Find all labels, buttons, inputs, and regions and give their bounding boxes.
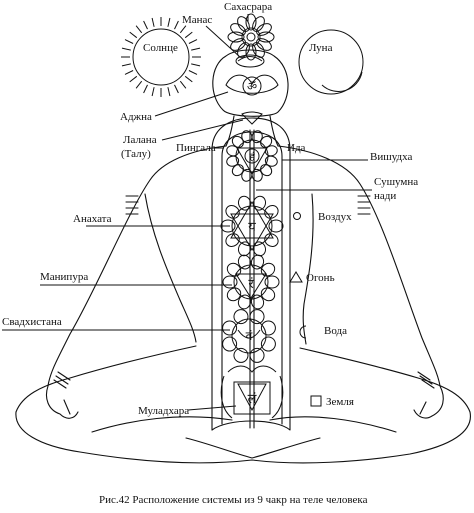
ajna-label: Аджна [120,111,152,123]
body-outline [15,115,471,464]
earth-label: Земля [326,396,354,408]
water-label: Вода [324,325,347,337]
muladhara-glyph: लं [248,392,257,407]
manipura-chakra-icon: रं [222,254,280,310]
anahata-glyph: यं [248,220,256,235]
svadhisthana-glyph: वं [246,329,253,343]
sushumna-label-line1: Сушумна [374,176,418,188]
manipura-glyph: रं [248,277,254,292]
pingala-label: Пингала [176,142,216,154]
fire-element-icon [289,271,303,283]
lalana-chakra-icon [241,111,263,125]
lalana-label: Лалана [123,134,157,146]
muladhara-chakra-icon: लं [220,365,284,419]
sun-icon [121,17,201,97]
manas-label: Манас [182,14,212,26]
ajna-glyph: ॐ [247,80,257,93]
anahata-chakra-icon: यं [220,195,284,257]
manas-chakra-icon [235,54,265,68]
anahata-label: Анахата [73,213,112,225]
fire-label: Огонь [306,272,335,284]
sun-label: Солнце [143,42,178,54]
sushumna-label-line2: нади [374,190,396,202]
ida-label: Ида [287,142,306,154]
talu-label: (Талу) [121,148,151,160]
air-label: Воздух [318,211,352,223]
air-element-icon [293,212,301,220]
vishuddha-chakra-icon: हं [226,130,278,182]
sahasrara-lotus-icon [227,13,275,61]
sahasrara-label: Сахасрара [224,1,272,13]
svadhisthana-chakra-icon: वं [222,309,276,363]
moon-icon [298,29,364,95]
earth-element-icon [310,395,322,407]
svadhisthana-label: Свадхистана [2,316,62,328]
vishuddha-label: Вишудха [370,151,412,163]
water-element-icon [299,325,307,339]
figure-caption: Рис.42 Расположение системы из 9 чакр на… [99,494,368,506]
vishuddha-glyph: हं [249,151,255,163]
manipura-label: Манипура [40,271,88,283]
moon-label: Луна [309,42,333,54]
muladhara-label: Муладхара [138,405,189,417]
head-outline [212,49,289,117]
ajna-chakra-icon: ॐ [225,74,279,96]
